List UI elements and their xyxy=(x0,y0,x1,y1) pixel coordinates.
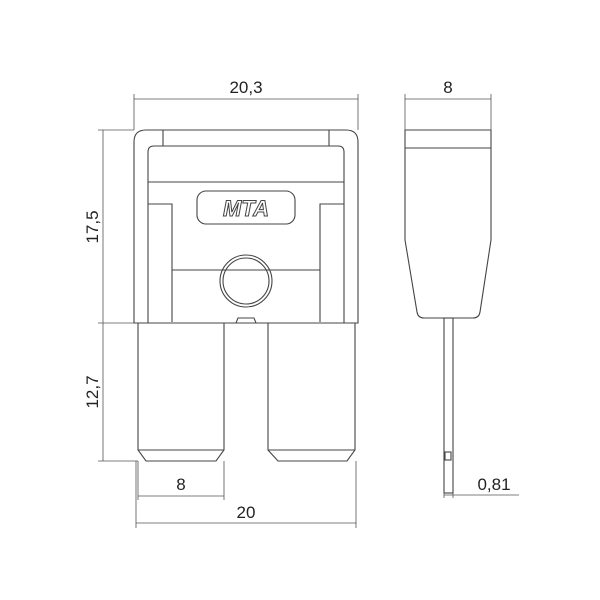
right-blade xyxy=(267,323,356,462)
dim-blade-width: 8 xyxy=(176,475,185,494)
dim-body-height: 17,5 xyxy=(83,210,102,243)
dim-side-thickness: 8 xyxy=(443,78,452,97)
dimension-lines xyxy=(98,94,519,528)
logo-text: MTA xyxy=(223,196,269,221)
dim-total-span: 20 xyxy=(237,503,256,522)
side-pin xyxy=(443,317,454,494)
dim-top-width: 20,3 xyxy=(229,78,262,97)
logo-badge xyxy=(196,190,296,225)
side-view xyxy=(404,129,492,494)
dim-blade-length: 12,7 xyxy=(83,375,102,408)
dim-blade-thickness: 0,81 xyxy=(477,475,510,494)
left-blade xyxy=(137,323,225,462)
front-view: MTA xyxy=(133,129,359,462)
